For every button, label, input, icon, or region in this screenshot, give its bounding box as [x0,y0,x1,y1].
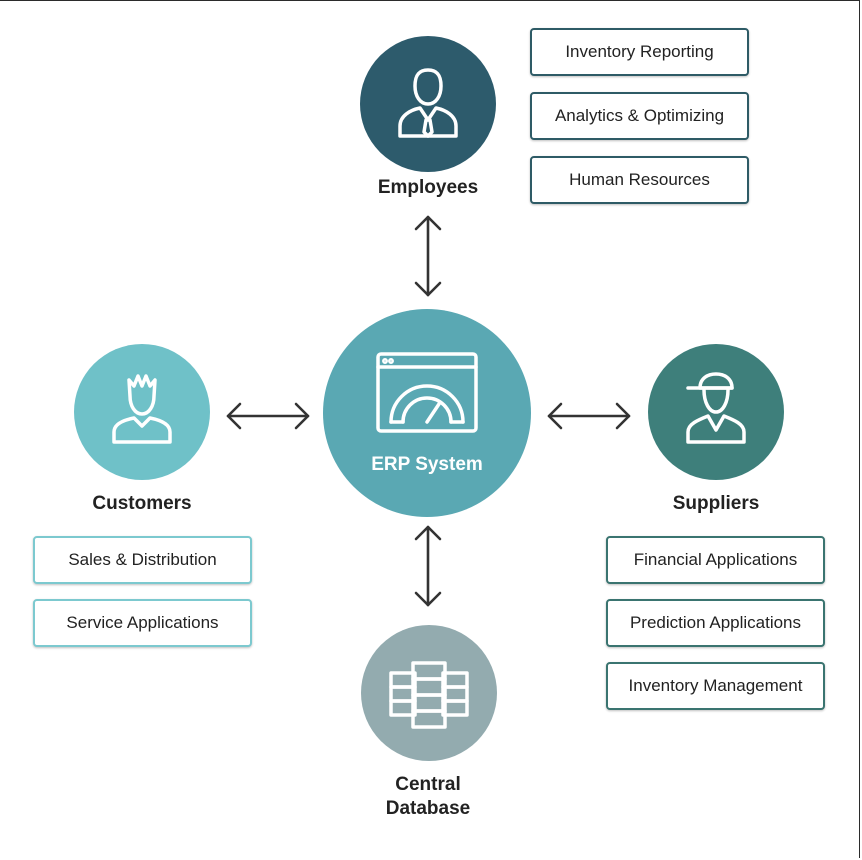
double-arrow-icon [226,402,310,430]
employees-label: Employees [377,177,479,198]
database-label-line2: Database [385,798,471,819]
person-crown-icon [112,374,172,444]
dashboard-gauge-icon [376,352,478,433]
employees-item: Inventory Reporting [530,28,749,76]
customers-item: Service Applications [33,599,252,647]
customers-item: Sales & Distribution [33,536,252,584]
erp-system-node: ERP System [323,309,531,517]
erp-system-label: ERP System [371,454,483,475]
double-arrow-icon [414,215,442,297]
person-cap-icon [686,372,746,444]
employees-node [360,36,496,172]
suppliers-item: Prediction Applications [606,599,825,647]
suppliers-item: Financial Applications [606,536,825,584]
database-icon [389,661,469,729]
customers-node [74,344,210,480]
customers-label: Customers [92,493,192,514]
double-arrow-icon [414,525,442,607]
database-label: Central Database [348,773,508,821]
suppliers-label: Suppliers [672,493,760,514]
employees-item: Analytics & Optimizing [530,92,749,140]
suppliers-item: Inventory Management [606,662,825,710]
suppliers-node [648,344,784,480]
employees-item: Human Resources [530,156,749,204]
database-label-line1: Central [395,774,461,795]
double-arrow-icon [547,402,631,430]
database-node [361,625,497,761]
person-tie-icon [398,68,458,138]
